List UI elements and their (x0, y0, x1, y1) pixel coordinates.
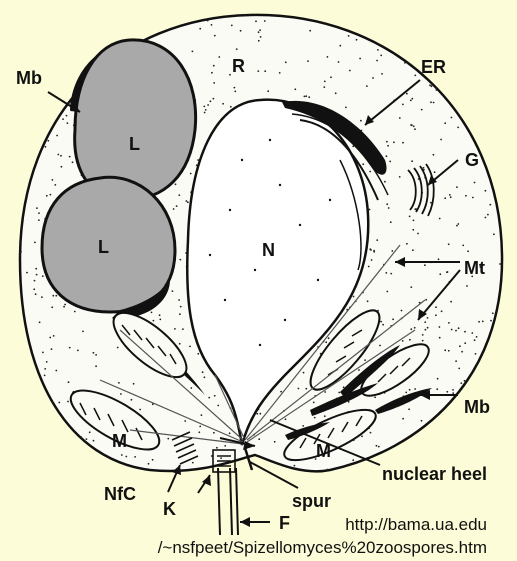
label-lipid-bottom: L (98, 237, 109, 257)
label-nuclear-heel: nuclear heel (382, 464, 487, 484)
label-er: ER (421, 57, 446, 77)
label-lipid-top: L (129, 134, 140, 154)
label-flagellum: F (279, 513, 290, 533)
label-kinetosome: K (163, 499, 176, 519)
source-url-line-2: /~nsfpeet/Spizellomyces%20zoospores.htm (158, 538, 487, 558)
label-mitochondrion-left: M (112, 431, 127, 451)
lipid-globule-top (75, 40, 196, 200)
label-mitochondrion-right: M (316, 441, 331, 461)
label-microbody-right: Mb (464, 397, 490, 417)
label-microtubules: Mt (464, 258, 485, 278)
label-golgi: G (465, 150, 479, 170)
label-ribosomes: R (232, 56, 245, 76)
source-url-line-1: http://bama.ua.edu (345, 515, 487, 535)
flagellum (218, 468, 238, 535)
label-spur: spur (292, 491, 331, 511)
label-microbody-top: Mb (16, 68, 42, 88)
label-nucleus: N (262, 240, 275, 260)
label-nfc: NfC (104, 484, 136, 504)
